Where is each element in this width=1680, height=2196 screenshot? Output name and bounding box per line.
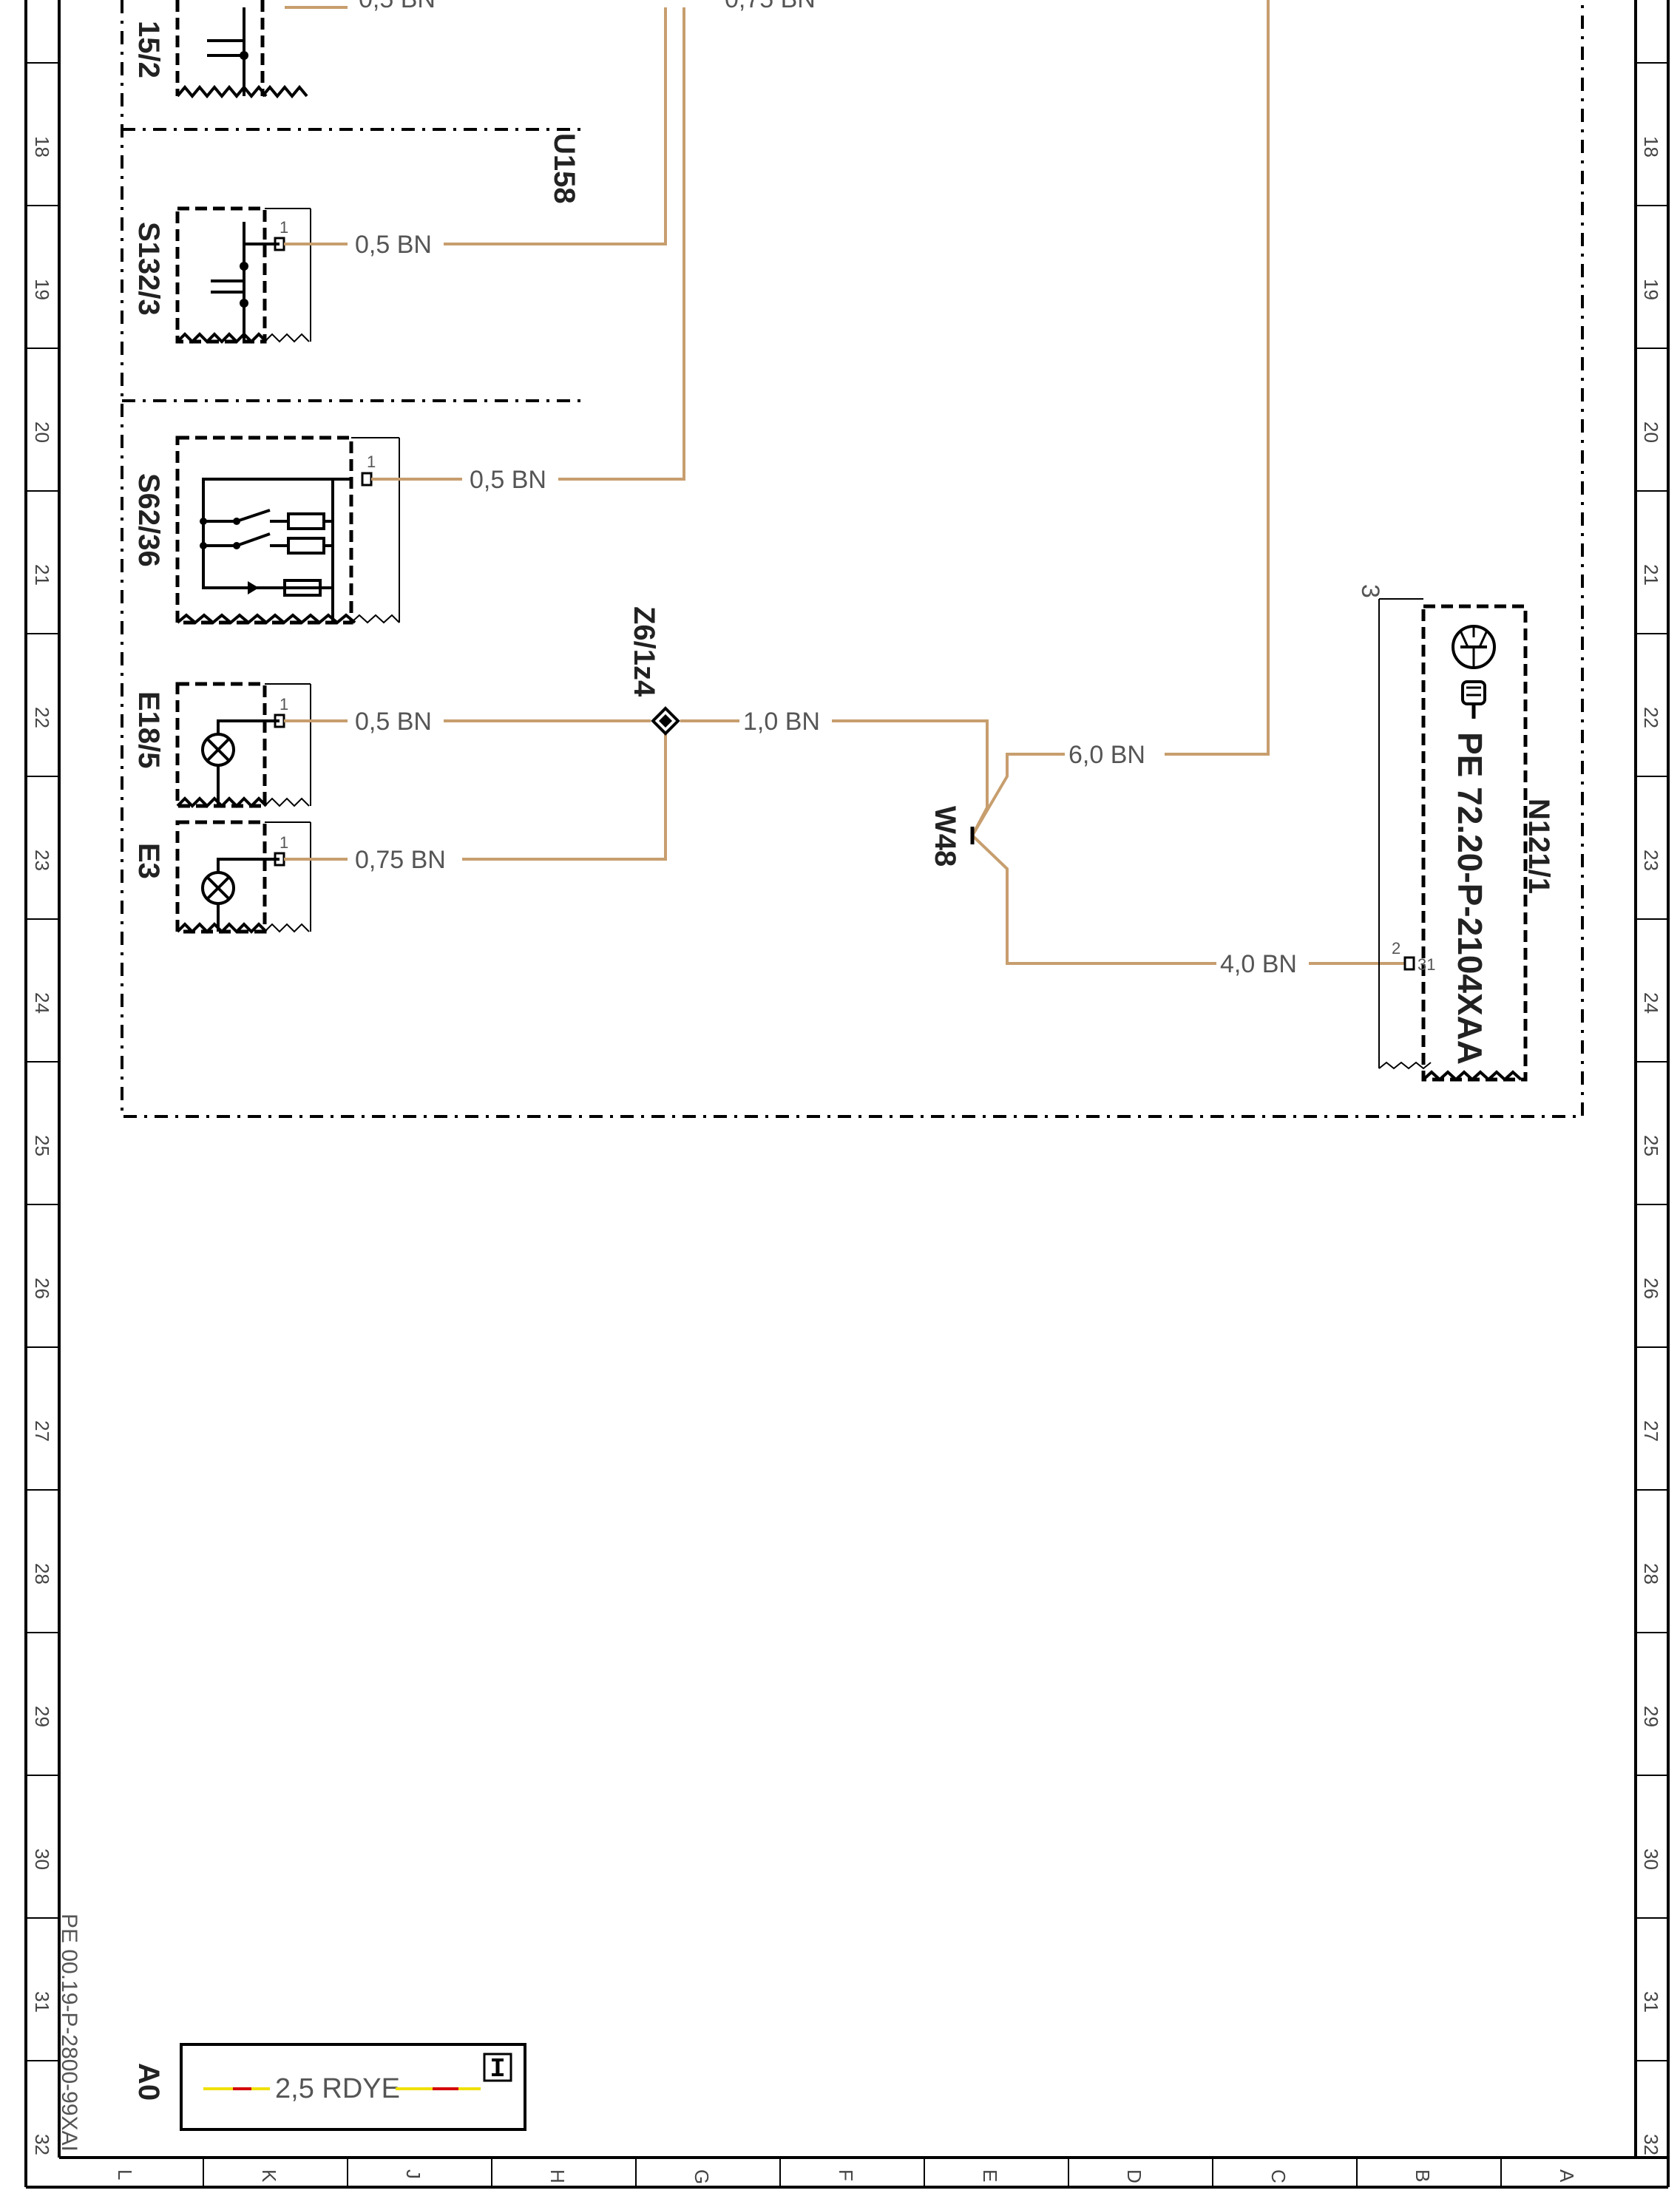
row-label: 26 — [31, 1278, 53, 1299]
document-reference: PE 00.19-P-2800-99XAI — [57, 1914, 81, 2152]
module-enclosure — [121, 0, 1584, 1118]
control-unit-n121-1: 3 PE 72.20-P-2104XAA N121/1 2 31 — [1356, 584, 1555, 1082]
column-label: J — [402, 2169, 424, 2179]
row-label: 32 — [1640, 2134, 1662, 2155]
component-label-s15-2: 15/2 — [132, 21, 165, 78]
wire-label: 1,0 BN — [743, 708, 820, 736]
wires — [284, 0, 1405, 965]
switch-s15-2: 15/2 — [132, 0, 308, 99]
row-label: 30 — [31, 1848, 53, 1870]
column-label: K — [258, 2169, 280, 2183]
pin-label: 1 — [280, 833, 288, 852]
row-label: 21 — [31, 564, 53, 586]
wire-label: 4,0 BN — [1220, 950, 1297, 978]
pin-label: 31 — [1418, 955, 1435, 974]
component-label-u158: U158 — [548, 133, 580, 204]
column-label: F — [835, 2169, 857, 2181]
row-label: 30 — [1640, 1848, 1662, 1870]
wire-label: 0,5 BN — [355, 231, 432, 259]
row-labels-left: 18 19 20 21 22 23 24 25 26 27 28 29 30 3… — [31, 136, 53, 2155]
wire-labels: 0,5 BN 0,5 BN 0,5 BN 0,75 BN 1,0 BN 6,0 … — [355, 231, 1297, 978]
row-label: 20 — [1640, 421, 1662, 443]
connector-edges — [176, 332, 400, 934]
column-label: G — [691, 2169, 713, 2184]
row-label: 27 — [31, 1420, 53, 1442]
column-labels: L K J H G F E D C B A — [114, 2169, 1578, 2184]
column-label: A — [1556, 2169, 1578, 2183]
component-label-z6-1z4: Z6/1z4 — [628, 606, 660, 697]
drawing-frame — [24, 0, 1670, 2189]
pointing-hand-icon — [1461, 680, 1486, 719]
column-label: C — [1267, 2169, 1290, 2183]
row-label: 26 — [1640, 1278, 1662, 1299]
component-label-a0: A0 — [132, 2063, 165, 2101]
row-label: 23 — [1640, 850, 1662, 871]
column-label: B — [1412, 2169, 1434, 2182]
row-label: 19 — [31, 279, 53, 300]
row-label: 22 — [1640, 707, 1662, 728]
row-label: 29 — [31, 1706, 53, 1727]
component-label-n121-1: N121/1 — [1522, 799, 1555, 894]
component-label-s132-3: S132/3 — [132, 222, 165, 316]
column-label: H — [546, 2169, 569, 2183]
legend-box: 2,5 RDYE A0 — [132, 2043, 526, 2131]
pin-label: 3 — [1356, 584, 1384, 598]
row-label: 25 — [31, 1135, 53, 1156]
row-label: 31 — [1640, 1991, 1662, 2013]
row-label: 28 — [1640, 1563, 1662, 1585]
component-label-s62-36: S62/36 — [132, 473, 165, 567]
lamp-e18-5: 1 E18/5 — [132, 682, 311, 808]
row-labels-right: 18 19 20 21 22 23 24 25 26 27 28 29 30 3… — [1640, 136, 1662, 2155]
pin-label: 1 — [280, 218, 288, 237]
switch-s132-3: 1 S132/3 — [132, 206, 311, 344]
row-label: 28 — [31, 1563, 53, 1585]
component-label-e3: E3 — [132, 843, 165, 879]
row-label: 20 — [31, 421, 53, 443]
wire-label-top-left: 0,5 BN — [359, 0, 436, 13]
row-label: 31 — [31, 1991, 53, 2013]
pin-label: 1 — [280, 695, 288, 714]
row-label: 19 — [1640, 279, 1662, 300]
legend-wire-label: 2,5 RDYE — [275, 2073, 400, 2104]
wire-label-top-mid: 0,75 BN — [725, 0, 816, 13]
row-label: 29 — [1640, 1706, 1662, 1727]
lamp-e3: 1 E3 — [132, 820, 311, 934]
wire-label: 0,5 BN — [355, 708, 432, 736]
component-label-w48: W48 — [929, 806, 961, 867]
component-label-e18-5: E18/5 — [132, 691, 165, 769]
row-label: 32 — [31, 2134, 53, 2155]
connector-z6-1z4: Z6/1z4 — [628, 606, 680, 736]
wire-label: 0,75 BN — [355, 846, 446, 874]
ground-point-w48: W48 — [929, 806, 975, 867]
wire-label: 6,0 BN — [1068, 741, 1145, 769]
pin-label: 1 — [367, 453, 376, 471]
row-label: 24 — [1640, 992, 1662, 1014]
row-label: 27 — [1640, 1420, 1662, 1442]
column-label: E — [979, 2169, 1001, 2182]
row-label: 24 — [31, 992, 53, 1014]
component-reference-n121-1: PE 72.20-P-2104XAA — [1451, 732, 1489, 1065]
row-label: 23 — [31, 850, 53, 871]
wire-label: 0,5 BN — [470, 466, 546, 494]
row-label: 18 — [31, 136, 53, 157]
column-label: D — [1123, 2169, 1145, 2183]
row-label: 18 — [1640, 136, 1662, 157]
row-label: 21 — [1640, 564, 1662, 586]
info-icon[interactable] — [483, 2053, 512, 2082]
transistor-icon — [1452, 625, 1496, 669]
column-label: L — [114, 2169, 136, 2180]
row-label: 22 — [31, 707, 53, 728]
switch-s62-36: 1 S62/36 — [132, 436, 400, 625]
row-label: 25 — [1640, 1135, 1662, 1156]
pin-label: 2 — [1392, 939, 1400, 958]
